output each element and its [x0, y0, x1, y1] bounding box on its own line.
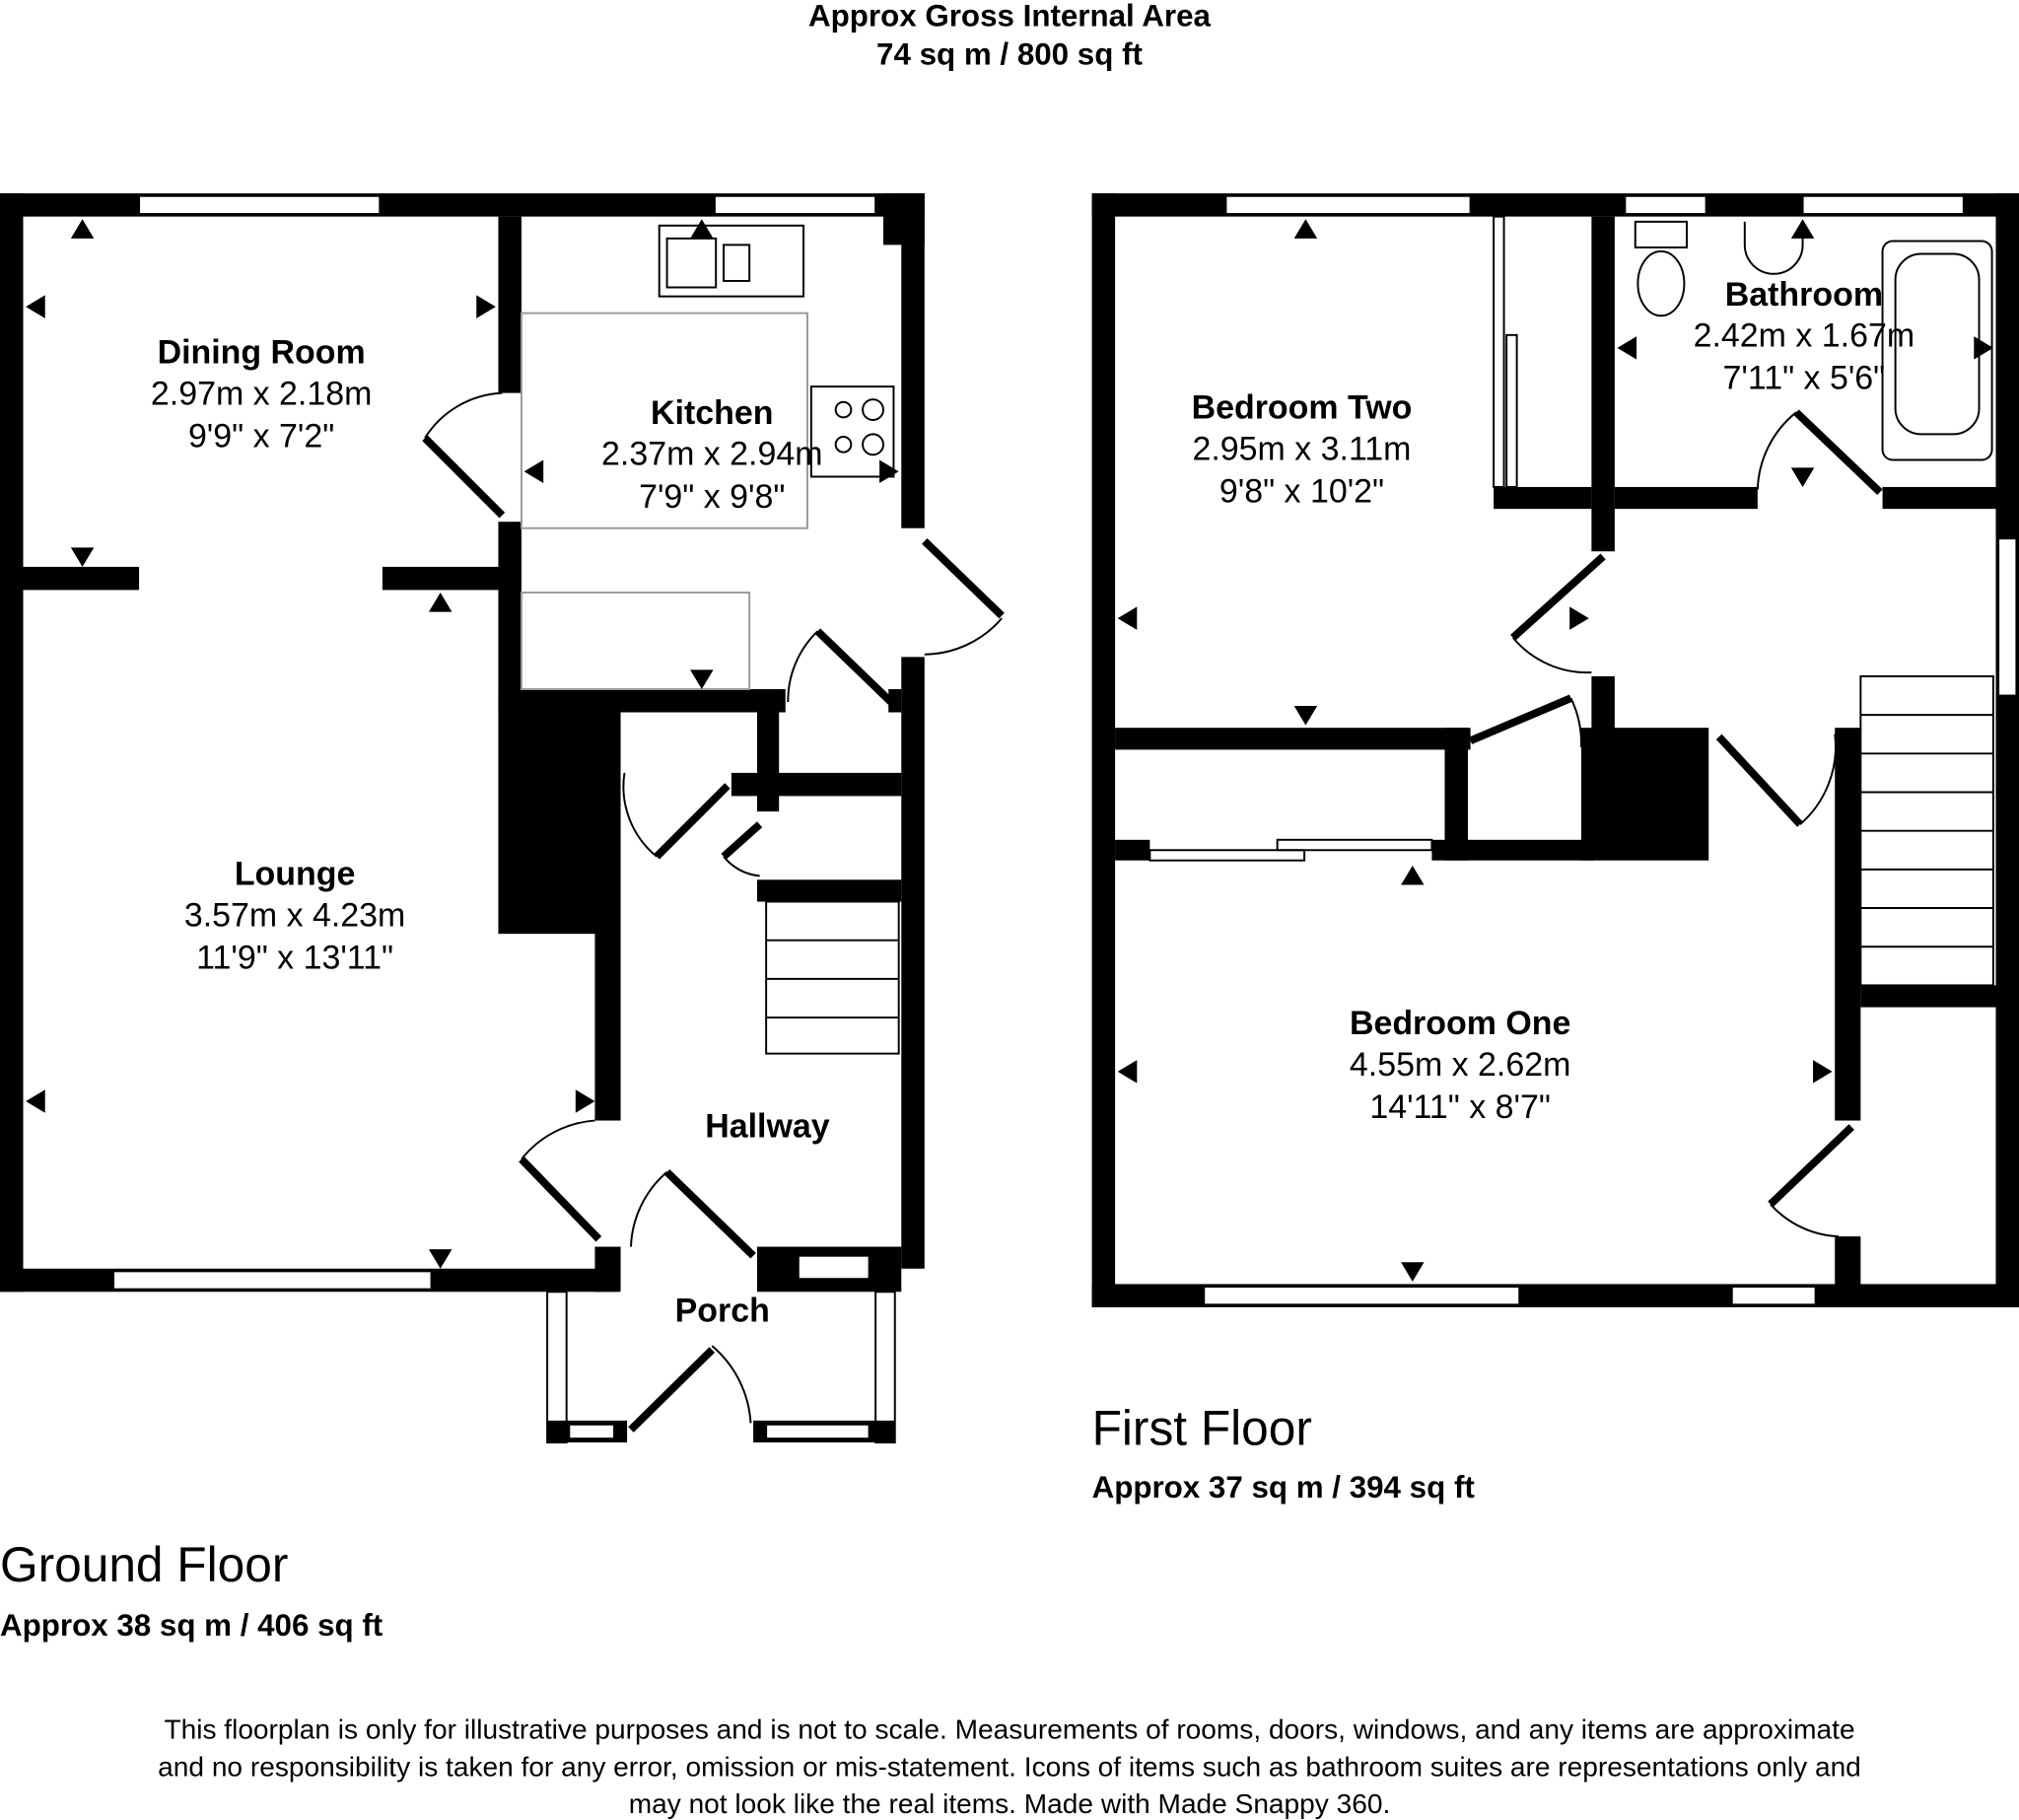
- room-imperial: 7'9" x 9'8": [639, 478, 785, 516]
- room-name: Hallway: [705, 1108, 830, 1146]
- disclaimer-line: may not look like the real items. Made w…: [629, 1788, 1391, 1819]
- disclaimer: This floorplan is only for illustrative …: [158, 1714, 1861, 1819]
- first-floor-plan: Bedroom Two 2.95m x 3.11m 9'8" x 10'2" B…: [1091, 193, 2019, 1505]
- first-floor-area: Approx 37 sq m / 394 sq ft: [1092, 1470, 1476, 1505]
- room-imperial: 7'11" x 5'6": [1723, 360, 1886, 397]
- room-name: Lounge: [235, 856, 356, 893]
- ground-floor-title: Ground Floor: [0, 1537, 288, 1592]
- room-labels: Bedroom Two 2.95m x 3.11m 9'8" x 10'2" B…: [1192, 276, 1915, 1126]
- ground-floor-area: Approx 38 sq m / 406 sq ft: [0, 1608, 383, 1643]
- window: [713, 194, 877, 216]
- room-imperial: 9'8" x 10'2": [1219, 473, 1384, 511]
- disclaimer-line: This floorplan is only for illustrative …: [164, 1714, 1854, 1744]
- stairs: [765, 900, 900, 1055]
- room-name: Kitchen: [651, 394, 773, 432]
- room-labels: Dining Room 2.97m x 2.18m 9'9" x 7'2" Ki…: [151, 334, 830, 1330]
- room-name: Bedroom One: [1350, 1005, 1570, 1042]
- room-name: Bedroom Two: [1192, 389, 1413, 427]
- header: Approx Gross Internal Area 74 sq m / 800…: [808, 0, 1212, 72]
- room-metric: 2.42m x 1.67m: [1694, 317, 1915, 355]
- room-metric: 4.55m x 2.62m: [1350, 1046, 1570, 1084]
- toilet: [1636, 249, 1686, 317]
- hob: [809, 385, 895, 478]
- room-imperial: 14'11" x 8'7": [1369, 1088, 1551, 1126]
- basin: [1743, 221, 1804, 275]
- gross-area-title: Approx Gross Internal Area: [808, 0, 1212, 33]
- bath: [1881, 240, 1993, 461]
- window: [138, 194, 382, 216]
- disclaimer-line: and no responsibility is taken for any e…: [158, 1751, 1861, 1782]
- room-metric: 2.37m x 2.94m: [601, 436, 822, 473]
- first-floor-title: First Floor: [1092, 1401, 1312, 1456]
- room-imperial: 9'9" x 7'2": [188, 417, 334, 455]
- gross-area-value: 74 sq m / 800 sq ft: [876, 37, 1143, 72]
- room-name: Bathroom: [1725, 276, 1883, 314]
- room-metric: 2.97m x 2.18m: [151, 375, 372, 412]
- ground-floor-plan: Dining Room 2.97m x 2.18m 9'9" x 7'2" Ki…: [0, 193, 1005, 1643]
- room-metric: 3.57m x 4.23m: [184, 896, 405, 934]
- room-imperial: 11'9" x 13'11": [196, 939, 393, 976]
- room-name: Dining Room: [158, 334, 366, 372]
- room-name: Porch: [675, 1292, 770, 1329]
- sink: [658, 224, 804, 298]
- window: [111, 1270, 433, 1291]
- room-metric: 2.95m x 3.11m: [1193, 431, 1412, 468]
